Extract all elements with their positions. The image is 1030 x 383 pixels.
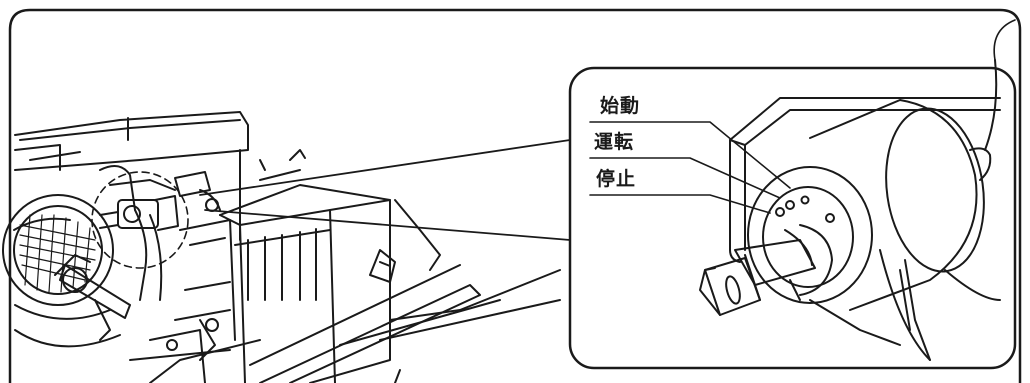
label-start: 始動: [600, 95, 641, 117]
battery-box: [219, 184, 441, 383]
ignition-switch: [747, 19, 1016, 361]
label-stop: 停止: [596, 168, 637, 190]
key: [699, 239, 816, 316]
callout-line-upper: [199, 139, 571, 196]
engine-body: [2, 111, 306, 383]
switch-bracket: [729, 97, 1001, 263]
label-leaders: [589, 121, 791, 214]
label-run: 運転: [594, 131, 635, 153]
callout-line-lower: [204, 209, 571, 241]
outer-frame: [8, 8, 1022, 383]
frame-rails: [149, 264, 561, 383]
